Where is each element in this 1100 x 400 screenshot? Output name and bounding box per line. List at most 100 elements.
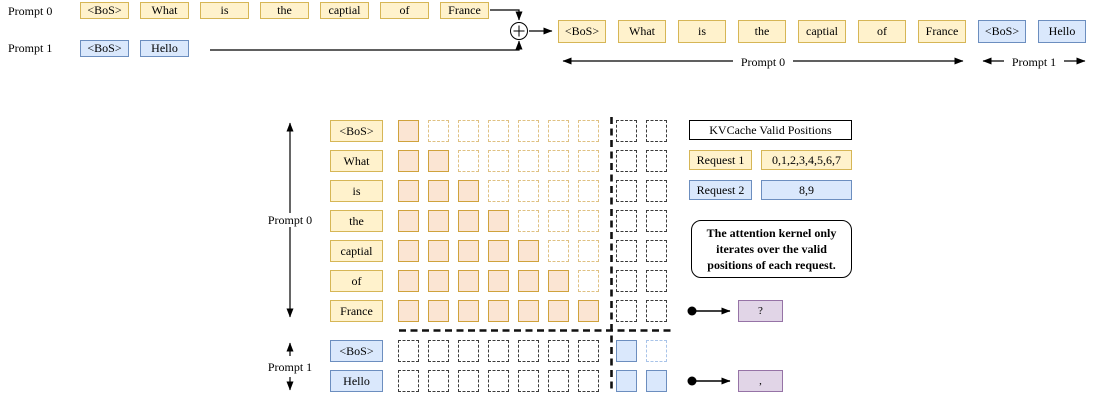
merged-token: France <box>918 20 966 43</box>
mask-cell <box>578 340 599 362</box>
row-label: France <box>330 300 383 322</box>
grid-prompt1-axis-label: Prompt 1 <box>260 360 320 374</box>
prompt0-token: captial <box>320 2 369 19</box>
mask-cell <box>548 180 569 202</box>
mask-cell <box>616 150 637 172</box>
mask-cell <box>646 240 667 262</box>
mask-cell <box>616 120 637 142</box>
merged-token: <BoS> <box>558 20 606 43</box>
request-positions: 0,1,2,3,4,5,6,7 <box>761 150 852 170</box>
column-header-cell <box>518 88 539 110</box>
mask-cell <box>646 150 667 172</box>
kvcache-title: KVCache Valid Positions <box>689 120 852 140</box>
mask-cell <box>578 300 599 322</box>
output-bullet-request2 <box>688 377 697 386</box>
merged-token: What <box>618 20 666 43</box>
mask-cell <box>646 270 667 292</box>
prompt1-token: <BoS> <box>80 40 129 57</box>
prompt0-token: is <box>200 2 249 19</box>
request-label: Request 1 <box>689 150 752 170</box>
merged-prompt1-span-label: Prompt 1 <box>1004 55 1064 69</box>
mask-cell <box>578 210 599 232</box>
mask-cell <box>428 150 449 172</box>
merged-token: Hello <box>1038 20 1086 43</box>
prompt0-token: France <box>440 2 489 19</box>
mask-cell <box>548 150 569 172</box>
mask-cell <box>578 150 599 172</box>
mask-cell <box>398 340 419 362</box>
mask-cell <box>488 180 509 202</box>
mask-cell <box>578 120 599 142</box>
mask-cell <box>616 370 637 392</box>
mask-cell <box>488 270 509 292</box>
merged-token: the <box>738 20 786 43</box>
prompt0-token: What <box>140 2 189 19</box>
prompt0-to-concat-connector <box>490 10 519 20</box>
output-token: , <box>738 370 783 392</box>
mask-cell <box>488 210 509 232</box>
mask-cell <box>488 240 509 262</box>
mask-cell <box>518 340 539 362</box>
mask-cell <box>428 370 449 392</box>
mask-cell <box>398 370 419 392</box>
mask-cell <box>646 340 667 362</box>
column-header-cell <box>578 88 599 110</box>
row-label: <BoS> <box>330 120 383 142</box>
mask-cell <box>578 240 599 262</box>
column-header-cell <box>616 88 637 110</box>
row-label: What <box>330 150 383 172</box>
mask-cell <box>548 210 569 232</box>
mask-cell <box>518 270 539 292</box>
mask-cell <box>548 300 569 322</box>
request-label: Request 2 <box>689 180 752 200</box>
request-positions: 8,9 <box>761 180 852 200</box>
mask-cell <box>458 180 479 202</box>
output-bullet-request1 <box>688 307 697 316</box>
mask-cell <box>398 210 419 232</box>
mask-cell <box>518 300 539 322</box>
mask-cell <box>398 120 419 142</box>
mask-cell <box>616 240 637 262</box>
row-label: <BoS> <box>330 340 383 362</box>
mask-cell <box>398 270 419 292</box>
mask-cell <box>488 150 509 172</box>
mask-cell <box>458 120 479 142</box>
mask-cell <box>548 370 569 392</box>
mask-cell <box>488 340 509 362</box>
mask-cell <box>458 210 479 232</box>
prompt1-token: Hello <box>140 40 189 57</box>
prompt0-token: the <box>260 2 309 19</box>
kvcache-note: The attention kernel only iterates over … <box>691 220 852 278</box>
column-header-cell <box>646 88 667 110</box>
mask-cell <box>646 120 667 142</box>
prompt1-to-concat-connector <box>210 41 519 50</box>
mask-cell <box>518 180 539 202</box>
mask-cell <box>518 120 539 142</box>
mask-cell <box>548 340 569 362</box>
mask-cell <box>398 240 419 262</box>
column-header-cell <box>458 88 479 110</box>
mask-cell <box>518 370 539 392</box>
mask-cell <box>398 300 419 322</box>
mask-cell <box>518 150 539 172</box>
mask-cell <box>428 340 449 362</box>
column-header-cell <box>428 88 449 110</box>
mask-cell <box>458 370 479 392</box>
row-label: of <box>330 270 383 292</box>
merged-token: of <box>858 20 906 43</box>
row-label: is <box>330 180 383 202</box>
mask-cell <box>428 240 449 262</box>
mask-cell <box>428 210 449 232</box>
row-label: Hello <box>330 370 383 392</box>
grid-prompt0-axis-label: Prompt 0 <box>260 213 320 227</box>
mask-cell <box>398 150 419 172</box>
mask-cell <box>616 210 637 232</box>
prompt0-label: Prompt 0 <box>8 4 52 18</box>
merged-token: is <box>678 20 726 43</box>
merged-prompt0-span-label: Prompt 0 <box>733 55 793 69</box>
mask-cell <box>488 120 509 142</box>
merged-token: captial <box>798 20 846 43</box>
mask-cell <box>548 120 569 142</box>
mask-cell <box>398 180 419 202</box>
